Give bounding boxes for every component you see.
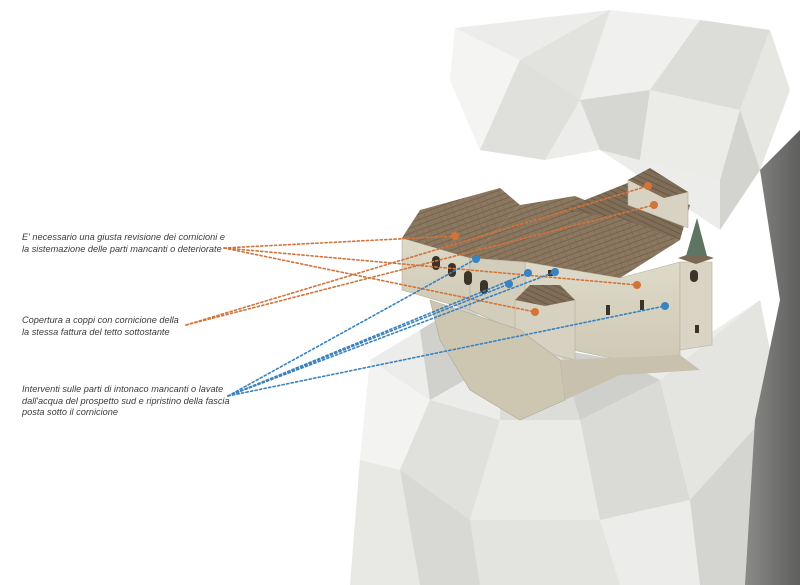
marker-orange-5[interactable] [650, 201, 658, 209]
annotation-plaster-interventions: Interventi sulle parti di intonaco manca… [22, 384, 230, 419]
annotation-line: la stessa fattura del tetto sottostante [22, 326, 170, 337]
marker-blue-4[interactable] [551, 268, 559, 276]
leader-group-coppi [185, 185, 655, 326]
marker-blue-1[interactable] [472, 255, 480, 263]
annotation-line: posta sotto il cornicione [22, 407, 119, 417]
annotation-line: Interventi sulle parti di intonaco manca… [22, 384, 224, 394]
leader-group-cornice [223, 235, 638, 313]
annotation-line: E' necessario una giusta revisione dei c… [22, 232, 225, 242]
castle-building [401, 168, 714, 421]
marker-orange-3[interactable] [633, 281, 641, 289]
leader-lines [185, 185, 666, 397]
marker-orange-2[interactable] [531, 308, 539, 316]
leader-group-plaster [227, 258, 666, 397]
marker-orange-4[interactable] [644, 182, 652, 190]
marker-orange-1[interactable] [451, 232, 459, 240]
annotation-line: dall'acqua del prospetto sud e ripristin… [22, 395, 230, 406]
marker-blue-3[interactable] [524, 269, 532, 277]
annotation-line: la sistemazione delle parti mancanti o d… [22, 243, 222, 254]
marker-blue-2[interactable] [505, 280, 513, 288]
annotation-coppi-roof: Copertura a coppi con cornicione della l… [22, 315, 179, 338]
annotation-line: Copertura a coppi con cornicione della [22, 315, 179, 325]
marker-blue-5[interactable] [661, 302, 669, 310]
annotation-cornice-revision: E' necessario una giusta revisione dei c… [22, 232, 225, 255]
markers [451, 182, 669, 316]
